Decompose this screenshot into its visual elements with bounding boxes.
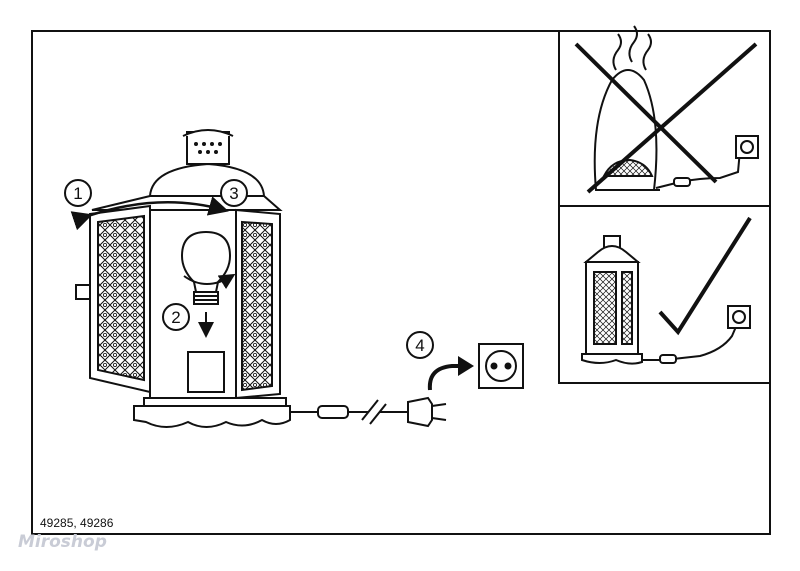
candle-holder — [187, 351, 225, 393]
step-3-marker: 3 — [220, 179, 248, 207]
power-plug — [407, 396, 447, 428]
product-codes: 49285, 49286 — [40, 516, 114, 530]
lantern-chimney-cap — [182, 129, 234, 137]
door-handle — [75, 284, 91, 300]
check-mark — [658, 216, 752, 336]
cord-switch — [317, 405, 349, 419]
cross-line-2 — [586, 42, 758, 194]
heat-wave-1 — [612, 33, 622, 71]
step-1-number: 1 — [73, 184, 82, 203]
wall-socket — [478, 343, 524, 389]
instruction-frame — [31, 30, 771, 535]
heat-wave-2 — [628, 25, 638, 63]
correct-lamp-illustration — [581, 235, 751, 365]
step-1-marker: 1 — [64, 179, 92, 207]
small-lamp-roof — [583, 245, 641, 263]
heat-wave-3 — [642, 33, 652, 71]
side-lattice — [241, 220, 273, 392]
step-3-number: 3 — [229, 184, 238, 203]
cross-line-1 — [574, 42, 718, 184]
step-2-number: 2 — [171, 308, 180, 327]
small-lamp-base — [581, 353, 643, 365]
lantern-chimney — [186, 131, 230, 165]
covered-lamp-base — [602, 158, 654, 177]
cord-break-mark — [361, 399, 379, 421]
step-2-marker: 2 — [162, 303, 190, 331]
lantern-main — [75, 129, 291, 428]
plug-in-arrow-head — [458, 356, 474, 376]
covered-lamp-cord — [655, 149, 741, 189]
door-swing-arrow — [70, 196, 229, 231]
correct-usage-panel — [558, 207, 771, 384]
lantern-base-plate — [143, 397, 287, 407]
bulb-rotate-arrow — [183, 273, 236, 290]
cloth-cover — [593, 69, 658, 191]
step-4-number: 4 — [415, 336, 424, 355]
warning-panel-covered-lamp — [558, 30, 771, 207]
plug-in-arrow — [427, 364, 460, 391]
step-4-marker: 4 — [406, 331, 434, 359]
door-lattice — [97, 214, 145, 382]
watermark-logo: Miroshop — [18, 532, 107, 552]
lantern-base — [133, 405, 291, 428]
chimney-vents — [194, 142, 222, 154]
small-lamp-cord — [642, 321, 739, 361]
covered-lamp-illustration — [593, 25, 759, 191]
